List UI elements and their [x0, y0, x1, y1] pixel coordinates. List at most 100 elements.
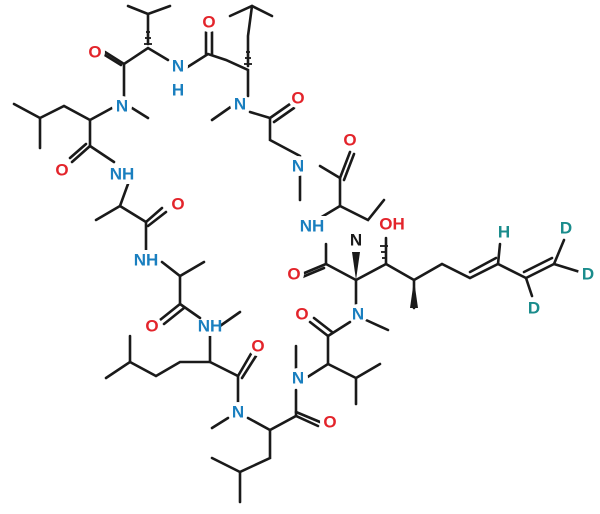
atom-text: N — [116, 97, 128, 116]
bond — [70, 144, 92, 164]
atom-text: N — [172, 57, 184, 76]
atom-label-n: NH — [198, 316, 223, 336]
atom-label-oh: OH — [378, 214, 406, 234]
bond — [104, 360, 132, 380]
atom-labels: O O O O O O O O O O O OH N N H N NH N NH… — [52, 12, 598, 432]
bond — [160, 260, 206, 278]
atom-label-d: D — [578, 264, 598, 284]
bond — [338, 150, 352, 180]
atom-label-o: O — [85, 42, 105, 62]
bond — [468, 256, 498, 274]
atom-label-h: H — [168, 80, 188, 100]
bond — [412, 262, 528, 282]
atom-label-o: O — [340, 130, 360, 150]
atom-label-o: O — [199, 12, 219, 32]
stereo-bonds — [144, 31, 418, 308]
bond — [312, 316, 334, 334]
bond — [300, 262, 328, 276]
bond — [240, 354, 258, 380]
atom-label-n: N — [112, 96, 132, 116]
atom-text: O — [287, 265, 300, 284]
atom-label-h: N — [347, 231, 365, 250]
atom-label-d: D — [524, 298, 544, 318]
atom-text: D — [528, 299, 540, 318]
bond — [364, 318, 390, 332]
atom-label-o: O — [168, 194, 188, 214]
bond — [126, 4, 172, 16]
bond — [210, 104, 234, 122]
atom-label-o: O — [288, 88, 308, 108]
atom-text: O — [55, 161, 68, 180]
bond — [552, 262, 582, 274]
bond — [210, 416, 230, 430]
atom-label-o: O — [52, 160, 72, 180]
atom-label-nh: NH — [108, 164, 136, 184]
bond — [130, 106, 150, 120]
atom-text: N — [234, 95, 246, 114]
bond — [68, 142, 88, 160]
atom-text: N — [350, 231, 362, 250]
atom-text: NH — [300, 217, 325, 236]
bond — [354, 362, 382, 380]
bond — [294, 410, 322, 424]
atom-text: O — [145, 317, 158, 336]
wedge-bond — [352, 252, 360, 280]
bond — [218, 310, 242, 328]
bond — [318, 198, 386, 222]
atom-label-nh: NH — [298, 216, 326, 236]
atom-label-n: N — [168, 56, 188, 76]
atom-text: OH — [379, 215, 405, 234]
bond — [88, 106, 114, 148]
bond — [12, 102, 42, 120]
bond — [298, 266, 326, 280]
bond — [272, 106, 296, 124]
atom-text: H — [172, 81, 184, 100]
bond — [268, 102, 292, 120]
atom-label-n: N — [228, 402, 248, 422]
bond — [326, 320, 352, 338]
atom-text: O — [88, 43, 101, 62]
wedge-bond — [410, 280, 418, 308]
atom-text: NH — [134, 251, 159, 270]
atom-label-nh: NH — [132, 250, 160, 270]
bond — [318, 164, 342, 208]
bond — [496, 242, 502, 266]
bond — [210, 456, 242, 474]
bond — [238, 428, 272, 504]
bond — [162, 306, 186, 326]
bond — [178, 302, 202, 320]
bond — [246, 4, 254, 68]
bond — [342, 152, 356, 182]
atom-label-n: N — [348, 304, 368, 324]
atom-label-n: N — [288, 368, 308, 388]
bond — [184, 52, 250, 98]
atom-text: N — [352, 305, 364, 324]
atom-label-o: O — [248, 336, 268, 356]
atom-text: N — [292, 369, 304, 388]
bond — [128, 334, 212, 378]
atom-text: N — [292, 157, 304, 176]
bond-lines — [12, 4, 582, 504]
bond — [248, 110, 272, 120]
bond — [94, 182, 130, 222]
bond — [524, 262, 556, 280]
atom-text: O — [202, 13, 215, 32]
atom-label-o: O — [320, 412, 340, 432]
bond — [384, 262, 416, 310]
atom-text: O — [291, 89, 304, 108]
bond — [146, 210, 168, 228]
bond — [246, 414, 320, 432]
atom-text: NH — [198, 317, 223, 336]
bond — [304, 362, 358, 406]
atom-text: N — [232, 403, 244, 422]
atom-label-o: O — [142, 316, 162, 336]
atom-text: NH — [110, 165, 135, 184]
bond — [522, 256, 554, 274]
bond — [103, 46, 170, 66]
atom-label-d: H — [494, 222, 514, 242]
bond — [38, 104, 92, 150]
atom-text: D — [582, 265, 594, 284]
atom-label-o: O — [284, 264, 304, 284]
bond — [524, 276, 534, 298]
atom-text: D — [560, 219, 572, 238]
